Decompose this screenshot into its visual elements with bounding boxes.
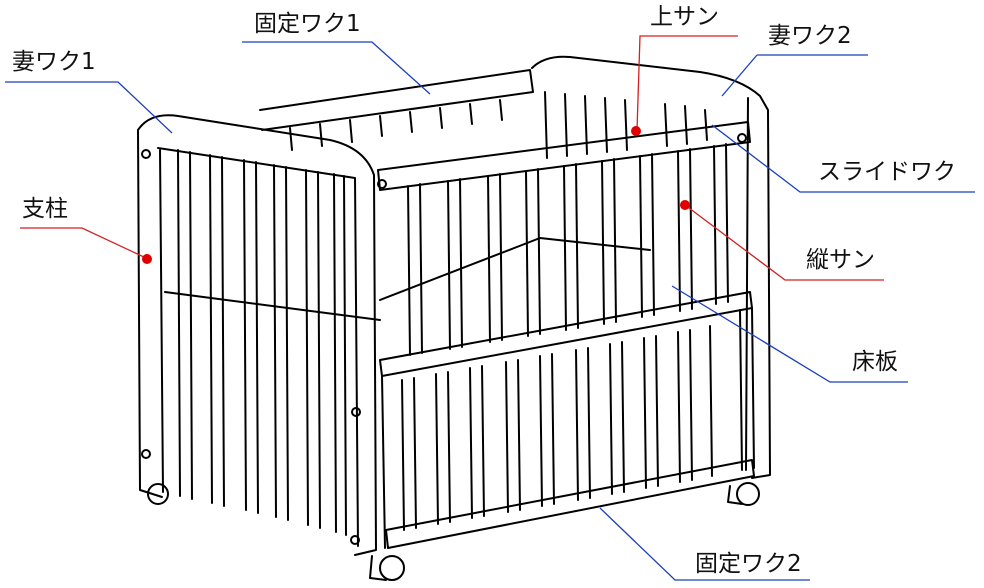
leader-post xyxy=(20,227,147,259)
leader-slide-frame xyxy=(711,124,975,193)
dot-top-rail xyxy=(631,126,641,136)
label-post: 支柱 xyxy=(22,196,68,222)
label-fixed-frame-1: 固定ワク1 xyxy=(254,11,361,37)
end-frame-2 xyxy=(531,55,771,479)
label-end-frame-2: 妻ワク2 xyxy=(768,23,852,49)
label-top-rail: 上サン xyxy=(650,4,719,30)
dot-vertical-bar xyxy=(680,200,690,210)
leader-fixed-frame-1 xyxy=(242,41,431,95)
back-fixed-frame xyxy=(259,69,534,131)
leader-fixed-frame-2 xyxy=(599,507,810,581)
dot-post xyxy=(142,254,152,264)
label-fixed-frame-2: 固定ワク2 xyxy=(695,551,802,577)
leader-vertical-bar xyxy=(684,204,884,281)
leader-top-rail xyxy=(636,35,738,131)
leader-floor-board xyxy=(671,285,908,383)
label-vertical-bar: 縦サン xyxy=(806,247,875,273)
end-frame-1 xyxy=(137,114,377,556)
label-end-frame-1: 妻ワク1 xyxy=(12,49,96,75)
fixed-frame-2 xyxy=(385,459,755,549)
label-floor-board: 床板 xyxy=(852,349,898,375)
leader-end-frame-1 xyxy=(5,81,173,134)
slide-frame-outline xyxy=(377,121,751,191)
floor-board xyxy=(164,291,381,321)
label-slide-frame: スライドワク xyxy=(818,159,956,185)
leader-end-frame-2 xyxy=(721,54,868,97)
